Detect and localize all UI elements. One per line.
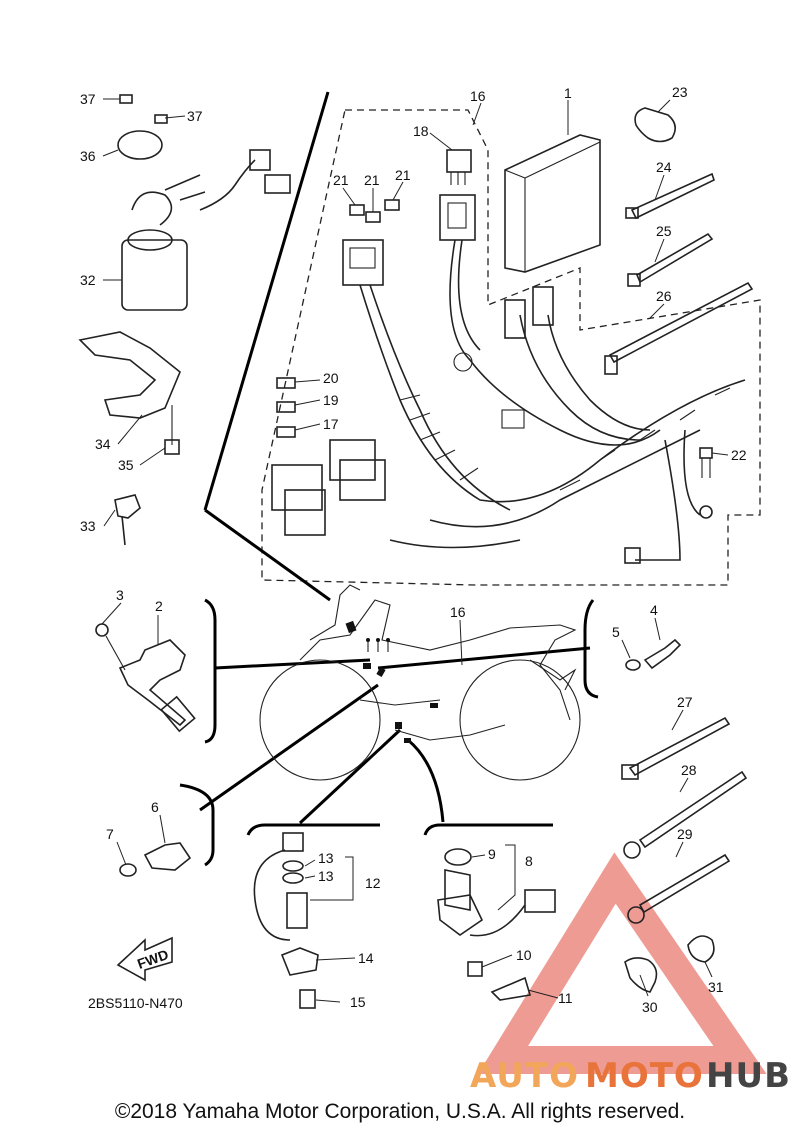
watermark-part-2: MOTO <box>585 1056 704 1096</box>
gasket-part-5 <box>625 659 641 671</box>
relay-part-19 <box>439 149 476 241</box>
callout-28: 28 <box>681 762 697 778</box>
callout-21c: 21 <box>395 167 411 183</box>
watermark-logo: AUTO MOTO HUB <box>470 1056 791 1096</box>
clamp-part-31 <box>687 935 715 963</box>
fuse-parts-17-18-20 <box>276 377 296 438</box>
cable-ties-24-26 <box>604 172 754 375</box>
watermark-triangle <box>477 852 767 1074</box>
callout-16b: 16 <box>450 604 466 620</box>
harness-dashed-outline <box>261 109 761 586</box>
callout-36: 36 <box>80 148 96 164</box>
cable-ties-27-29 <box>621 716 748 924</box>
callout-17: 17 <box>323 416 339 432</box>
bracket-sensor-12 <box>246 823 380 836</box>
callout-35: 35 <box>118 457 134 473</box>
harness-wires <box>359 239 746 561</box>
callout-19: 18 <box>413 123 429 139</box>
callout-21b: 21 <box>364 172 380 188</box>
callout-6: 6 <box>151 799 159 815</box>
callout-13a: 13 <box>318 850 334 866</box>
bolt-part-22 <box>699 447 713 478</box>
callout-25: 25 <box>656 223 672 239</box>
bracket-sensor-8 <box>423 823 553 836</box>
callout-18: 19 <box>323 392 339 408</box>
bolt-part-35 <box>164 405 180 455</box>
key-part-33 <box>114 494 141 546</box>
pointer-line-12 <box>298 728 402 825</box>
callout-34: 34 <box>95 436 111 452</box>
callout-29: 29 <box>677 826 693 842</box>
callout-31: 31 <box>708 979 724 995</box>
callout-5: 5 <box>612 624 620 640</box>
callout-37a: 37 <box>80 91 96 107</box>
bolt-part-3 <box>95 623 126 671</box>
pointer-line-2 <box>214 658 371 670</box>
callout-14: 14 <box>358 950 374 966</box>
callout-1: 1 <box>564 85 572 101</box>
callout-3: 3 <box>116 587 124 603</box>
callout-26: 26 <box>656 288 672 304</box>
diagram-code: 2BS5110-N470 <box>88 995 183 1011</box>
fuse-parts-21 <box>342 199 400 286</box>
connectors-harness <box>271 286 713 564</box>
callout-23: 23 <box>672 84 688 100</box>
bracket-crank-sensor <box>204 598 217 744</box>
callout-30: 30 <box>642 999 658 1015</box>
callout-8: 8 <box>525 853 533 869</box>
callout-24: 24 <box>656 159 672 175</box>
bracket-plug-4-5 <box>583 599 599 699</box>
pointer-line-harness <box>204 508 331 602</box>
bracket-part-34 <box>78 331 181 419</box>
sensor-part-8 <box>437 848 556 1001</box>
callout-4: 4 <box>650 602 658 618</box>
bracket-neutral-switch <box>179 783 215 867</box>
callout-numbers: 37 37 36 32 34 35 33 1 16 18 21 21 21 20… <box>80 84 747 1015</box>
callout-13b: 13 <box>318 868 334 884</box>
callout-10: 10 <box>516 947 532 963</box>
cover-part-36-37 <box>117 94 168 160</box>
callout-20: 20 <box>323 370 339 386</box>
sensor-part-12 <box>253 832 319 1009</box>
callout-16a: 16 <box>470 88 486 104</box>
callout-21a: 21 <box>333 172 349 188</box>
copyright-text: ©2018 Yamaha Motor Corporation, U.S.A. A… <box>114 1100 686 1123</box>
callout-22: 22 <box>731 447 747 463</box>
pointer-line-8 <box>407 738 445 823</box>
callout-7: 7 <box>106 826 114 842</box>
watermark-part-3: HUB <box>706 1056 791 1096</box>
callout-37b: 37 <box>187 108 203 124</box>
callout-9: 9 <box>488 846 496 862</box>
main-switch-part-32 <box>121 149 291 311</box>
callout-33: 33 <box>80 518 96 534</box>
switch-part-6 <box>143 842 192 871</box>
callout-2: 2 <box>155 598 163 614</box>
callout-27: 27 <box>677 694 693 710</box>
pointer-line-4 <box>377 646 591 670</box>
watermark-part-1: AUTO <box>470 1056 579 1096</box>
motorcycle-silhouette <box>259 584 581 781</box>
callout-11: 11 <box>558 990 573 1006</box>
sensor-part-2 <box>118 639 196 733</box>
gasket-part-7 <box>119 863 137 877</box>
clamp-part-23 <box>634 107 676 143</box>
clamp-part-30 <box>624 957 658 993</box>
callout-12: 12 <box>365 875 381 891</box>
pointer-line-6 <box>199 683 379 812</box>
section-divider-line <box>203 91 330 511</box>
ecu-part-1 <box>504 134 601 273</box>
fwd-arrow-icon: FWD <box>116 936 173 982</box>
callout-32: 32 <box>80 272 96 288</box>
leader-lines <box>101 98 729 1003</box>
callout-15: 15 <box>350 994 366 1010</box>
plug-part-4 <box>643 638 682 670</box>
